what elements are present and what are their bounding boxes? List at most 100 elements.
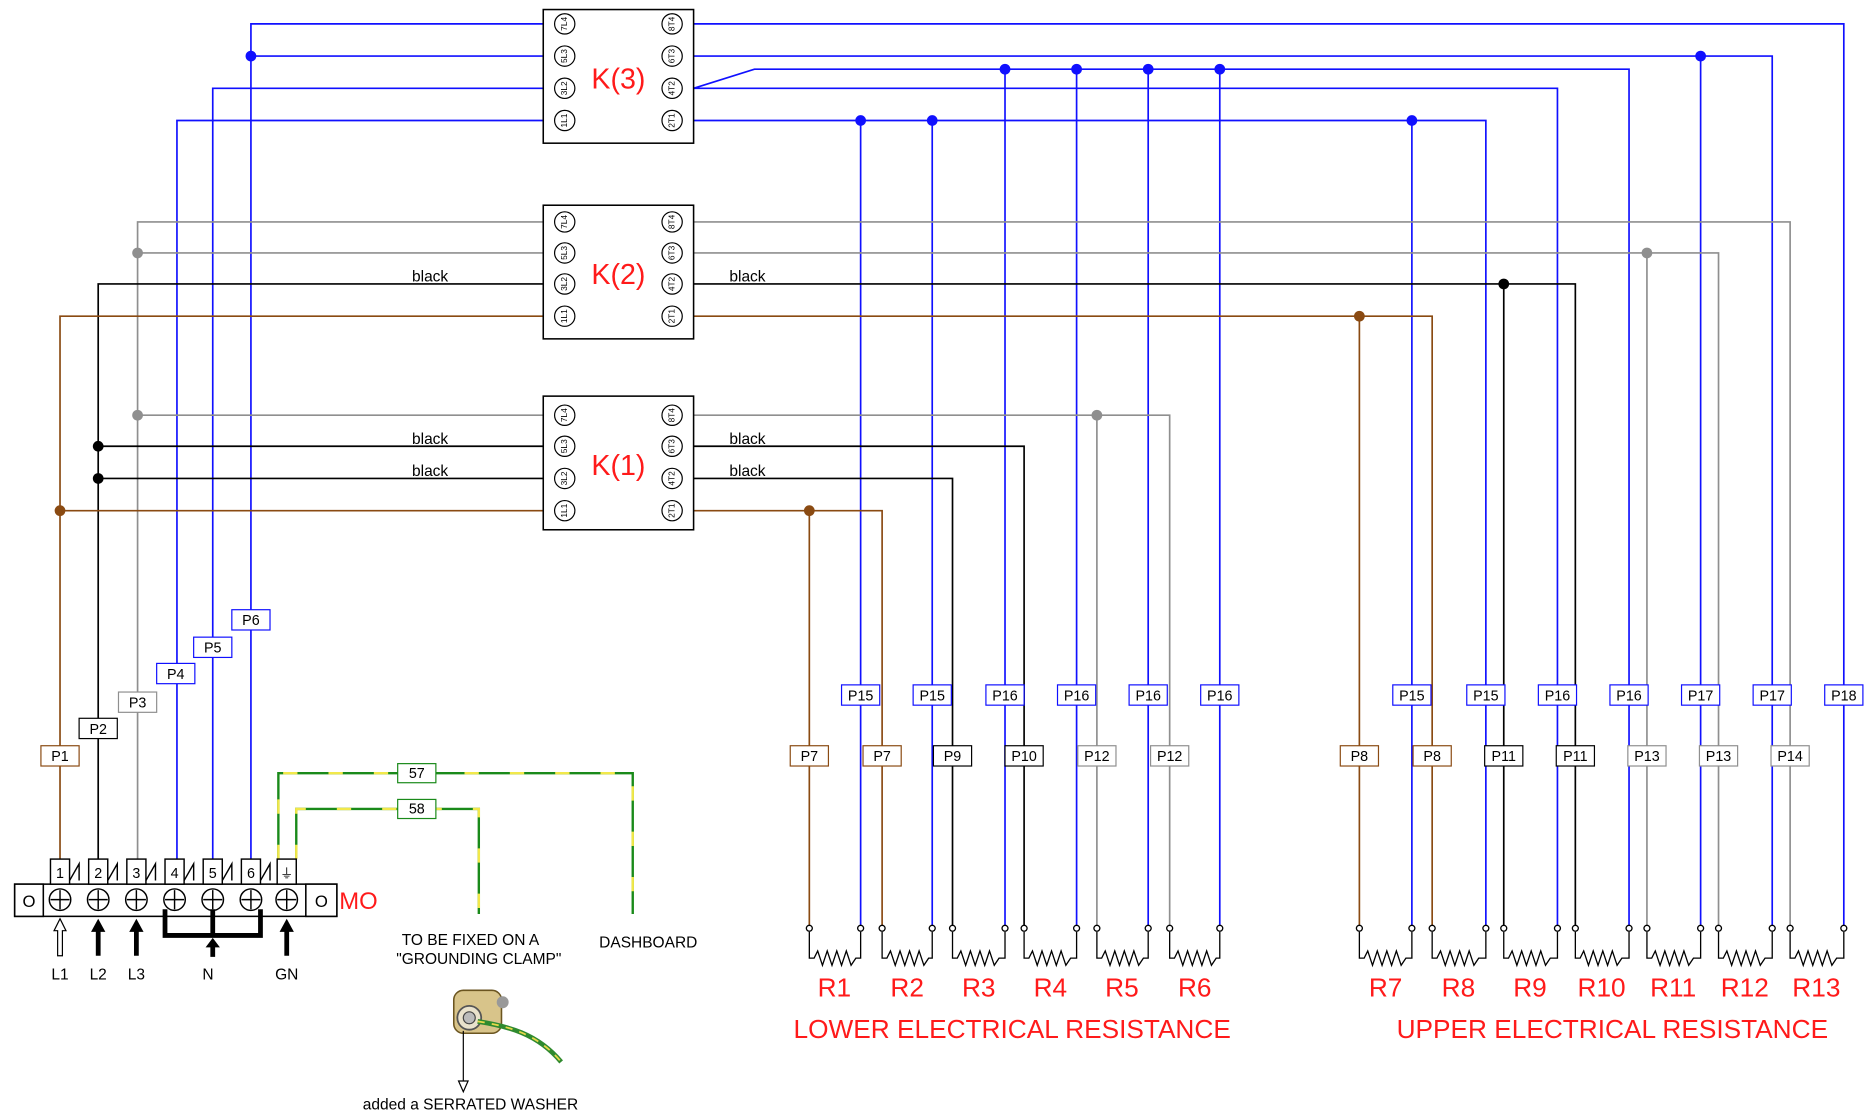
l2-arrow-icon [91, 918, 106, 956]
resistor-r12 [1714, 924, 1776, 968]
label-r6: R6 [1178, 972, 1212, 1002]
contactor-k3: K(3) 7L4 5L3 3L2 1L1 8T4 6T3 4T2 2T1 [542, 8, 695, 144]
neutral-bridge [162, 909, 263, 938]
svg-text:2: 2 [94, 866, 102, 882]
label-r4: R4 [1034, 972, 1068, 1002]
tag-p7: P7 [801, 749, 819, 765]
label-r8: R8 [1442, 972, 1476, 1002]
label-r7: R7 [1369, 972, 1403, 1002]
svg-text:2T1: 2T1 [666, 309, 676, 324]
black-label: black [412, 269, 448, 286]
svg-text:2T1: 2T1 [666, 113, 676, 128]
svg-text:7L4: 7L4 [559, 408, 569, 422]
label-r5: R5 [1105, 972, 1139, 1002]
resistor-r7 [1355, 924, 1416, 968]
tag-p7: P7 [873, 749, 891, 765]
resistor-r3 [948, 924, 1009, 968]
resistors [805, 924, 1848, 968]
input-l1: L1 [51, 967, 68, 984]
svg-text:7L4: 7L4 [559, 215, 569, 229]
ground-symbol: ⏚ [280, 866, 293, 881]
terminal-block: O O 1 2 3 4 5 6 ⏚ MO [13, 858, 378, 938]
svg-text:3L2: 3L2 [559, 81, 569, 95]
black-wires [97, 283, 1577, 929]
tag-p9: P9 [944, 749, 962, 765]
black-label: black [729, 269, 765, 286]
svg-text:5L3: 5L3 [559, 246, 569, 260]
resistor-r4 [1020, 924, 1081, 968]
resistor-r9 [1500, 924, 1562, 968]
input-l2: L2 [90, 967, 107, 984]
end-mark: O [23, 892, 36, 911]
terminal-numbers: 1 2 3 4 5 6 ⏚ [56, 866, 293, 882]
tag-p15: P15 [920, 688, 945, 704]
tag-58: 58 [409, 802, 425, 818]
resistor-r6 [1166, 924, 1224, 968]
label-r1: R1 [818, 972, 852, 1002]
tag-p11: P11 [1492, 749, 1516, 765]
svg-text:8T4: 8T4 [666, 214, 676, 229]
label-r3: R3 [962, 972, 996, 1002]
tag-p1: P1 [51, 749, 69, 765]
tag-p13: P13 [1706, 749, 1731, 765]
tag-p14: P14 [1777, 749, 1802, 765]
grounding-clamp-icon [452, 989, 563, 1094]
svg-text:7L4: 7L4 [559, 17, 569, 31]
resistor-r1 [805, 924, 865, 968]
tag-p3: P3 [129, 696, 147, 712]
resistor-r13 [1786, 924, 1848, 968]
label-r13: R13 [1792, 972, 1840, 1002]
junction-dots [54, 50, 1706, 517]
svg-text:1L1: 1L1 [559, 309, 569, 323]
right-pins: 8T4 6T3 4T2 2T1 [661, 13, 683, 132]
tag-p15: P15 [1473, 688, 1498, 704]
tag-p16: P16 [1545, 688, 1570, 704]
svg-text:4T2: 4T2 [666, 81, 676, 96]
gn-arrow-icon [279, 918, 294, 956]
tag-p16: P16 [1207, 688, 1232, 704]
tag-p12: P12 [1084, 749, 1109, 765]
svg-text:4T2: 4T2 [666, 276, 676, 291]
label-r12: R12 [1721, 972, 1769, 1002]
svg-text:1L1: 1L1 [559, 113, 569, 127]
terminals [48, 858, 299, 912]
tag-p17: P17 [1688, 688, 1713, 704]
tag-p2: P2 [89, 722, 107, 738]
svg-text:6T3: 6T3 [666, 245, 676, 260]
label-r2: R2 [890, 972, 924, 1002]
svg-text:6: 6 [247, 866, 255, 882]
svg-text:5L3: 5L3 [559, 439, 569, 453]
label-r9: R9 [1513, 972, 1547, 1002]
tag-p8: P8 [1351, 749, 1369, 765]
tag-p6: P6 [242, 613, 260, 629]
svg-text:3: 3 [132, 866, 140, 882]
left-pins: 7L4 5L3 3L2 1L1 [553, 13, 576, 132]
tag-p16: P16 [1616, 688, 1641, 704]
wires [59, 23, 1845, 929]
blue-wires [176, 23, 1845, 929]
tag-p16: P16 [992, 688, 1017, 704]
tag-p12: P12 [1157, 749, 1182, 765]
l3-arrow-icon [129, 918, 144, 956]
black-label: black [729, 431, 765, 448]
tag-p15: P15 [1399, 688, 1424, 704]
svg-text:8T4: 8T4 [666, 16, 676, 31]
dashboard-note: DASHBOARD [599, 934, 697, 951]
tag-p11: P11 [1563, 749, 1587, 765]
svg-text:4T2: 4T2 [666, 471, 676, 486]
right-pins: 8T4 6T3 4T2 2T1 [661, 211, 683, 327]
contactor-label: K(1) [591, 450, 645, 482]
resistor-r10 [1571, 924, 1633, 968]
contactor-label: K(3) [591, 63, 645, 95]
contactor-k1: K(1) 7L4 5L3 3L2 1L1 8T4 6T3 4T2 2T1 [542, 395, 695, 531]
right-pins: 8T4 6T3 4T2 2T1 [661, 404, 683, 522]
label-r10: R10 [1578, 972, 1626, 1002]
terminal-block-label: MO [339, 888, 377, 915]
gray-wires [136, 221, 1791, 929]
lower-group-label: LOWER ELECTRICAL RESISTANCE [794, 1014, 1231, 1044]
svg-text:3L2: 3L2 [559, 471, 569, 485]
resistor-r11 [1643, 924, 1705, 968]
tag-p10: P10 [1011, 749, 1036, 765]
tag-p13: P13 [1634, 749, 1659, 765]
